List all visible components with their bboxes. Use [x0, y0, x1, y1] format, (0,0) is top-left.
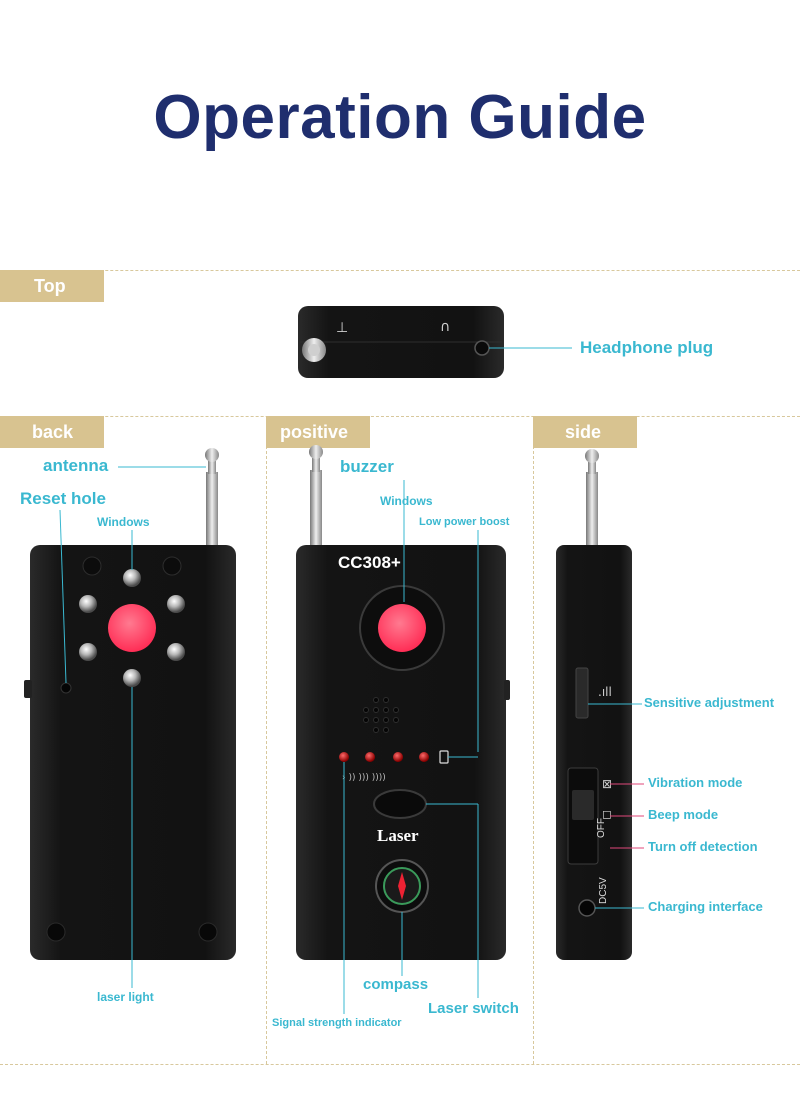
device-laser-text: Laser [377, 826, 419, 845]
label-antenna: antenna [43, 456, 109, 475]
device-back-view [24, 448, 236, 988]
device-dc-text: DC5V [598, 877, 609, 904]
label-signal-strength-indicator: Signal strength indicator [272, 1017, 402, 1029]
divider-top [0, 270, 800, 271]
page-title: Operation Guide [153, 83, 647, 152]
svg-text:◻: ◻ [602, 807, 612, 821]
svg-text:⊥: ⊥ [336, 320, 348, 336]
divider-col2 [533, 416, 534, 1064]
svg-text:⊠: ⊠ [602, 777, 612, 791]
label-laser-switch: Laser switch [428, 1000, 519, 1017]
section-tag-back: back [0, 416, 104, 448]
divider-bottom [0, 1064, 800, 1065]
svg-text:.ıll: .ıll [598, 685, 612, 699]
label-compass: compass [363, 976, 429, 993]
section-tag-positive: positive [266, 416, 370, 448]
label-windows-back: Windows [97, 515, 150, 529]
label-beep-mode: Beep mode [648, 807, 719, 822]
label-windows-front: Windows [380, 494, 433, 508]
divider-middle [0, 416, 800, 417]
divider-col1 [266, 416, 267, 1064]
device-model-text: CC308+ [338, 553, 401, 572]
svg-text:∩: ∩ [440, 319, 450, 335]
label-vibration-mode: Vibration mode [648, 775, 743, 790]
device-front-view: › )) ))) )))) [296, 445, 510, 1014]
label-reset-hole: Reset hole [20, 489, 106, 508]
section-tag-top: Top [0, 270, 104, 302]
device-side-view: .ıll ⊠ ◻ [556, 449, 644, 960]
label-low-power-boost: Low power boost [419, 516, 510, 528]
label-buzzer: buzzer [340, 457, 394, 476]
svg-text:› )) ))) )))): › )) ))) )))) [342, 773, 386, 783]
label-laser-light: laser light [97, 990, 154, 1004]
label-turn-off-detection: Turn off detection [648, 839, 758, 854]
label-headphone-plug: Headphone plug [580, 338, 714, 357]
section-tag-side: side [533, 416, 637, 448]
label-charging-interface: Charging interface [648, 899, 763, 914]
device-top-view: ⊥ ∩ [298, 306, 572, 378]
device-off-text: OFF [596, 818, 607, 838]
label-sensitive-adjustment: Sensitive adjustment [644, 695, 775, 710]
